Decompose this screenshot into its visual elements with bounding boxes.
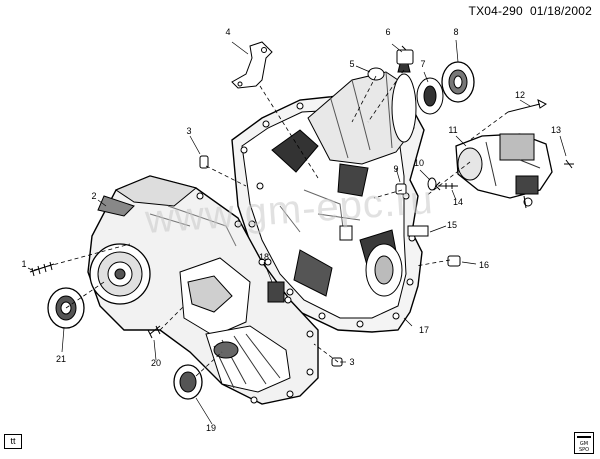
callout-11: 11	[448, 125, 458, 135]
shift-motor-part	[455, 133, 553, 209]
callout-12: 12	[514, 90, 526, 100]
rear-case-housing	[231, 71, 429, 333]
callout-14: 14	[452, 197, 464, 207]
stud-1-part	[29, 261, 55, 277]
callout-21: 21	[55, 354, 67, 364]
callout-9: 9	[393, 164, 399, 174]
callout-15: 15	[446, 220, 458, 230]
callout-2: 2	[91, 191, 97, 201]
assembly-lines	[33, 69, 509, 377]
callout-6: 6	[385, 27, 391, 37]
callout-leaders	[27, 39, 567, 425]
o-ring-part	[367, 67, 385, 81]
callout-3b: 3	[349, 357, 355, 367]
callout-5: 5	[349, 59, 355, 69]
drawing-date: 01/18/2002	[529, 4, 592, 18]
callout-7: 7	[420, 59, 426, 69]
output-seal-part	[173, 364, 203, 400]
bolt-12-part	[507, 99, 547, 113]
drawing-header: TX04-290 01/18/2002	[469, 4, 592, 18]
dowel-3a-part	[199, 155, 209, 169]
drawing-code: TX04-290	[468, 4, 523, 18]
speed-sensor-part	[396, 45, 414, 73]
callout-3a: 3	[186, 126, 192, 136]
bolt-20-part	[147, 325, 161, 339]
plug-9-part	[395, 183, 407, 195]
callout-19: 19	[205, 423, 217, 433]
washer-10-part	[427, 177, 437, 191]
bolt-14-part	[435, 181, 458, 191]
callout-16: 16	[478, 260, 490, 270]
callout-13: 13	[550, 125, 562, 135]
callout-20: 20	[150, 358, 162, 368]
callout-17: 17	[418, 325, 430, 335]
plug-16-part	[447, 255, 461, 267]
callout-4: 4	[225, 27, 231, 37]
callout-8: 8	[453, 27, 459, 37]
callout-1: 1	[21, 259, 27, 269]
callout-10: 10	[413, 158, 425, 168]
view-badge: tt	[4, 434, 22, 449]
screw-13-part	[564, 159, 574, 169]
rear-bearing-part	[441, 61, 475, 103]
rear-seal-part	[416, 77, 444, 115]
callout-18: 18	[258, 252, 270, 262]
front-case-housing	[87, 175, 319, 405]
bracket-part	[231, 41, 273, 89]
